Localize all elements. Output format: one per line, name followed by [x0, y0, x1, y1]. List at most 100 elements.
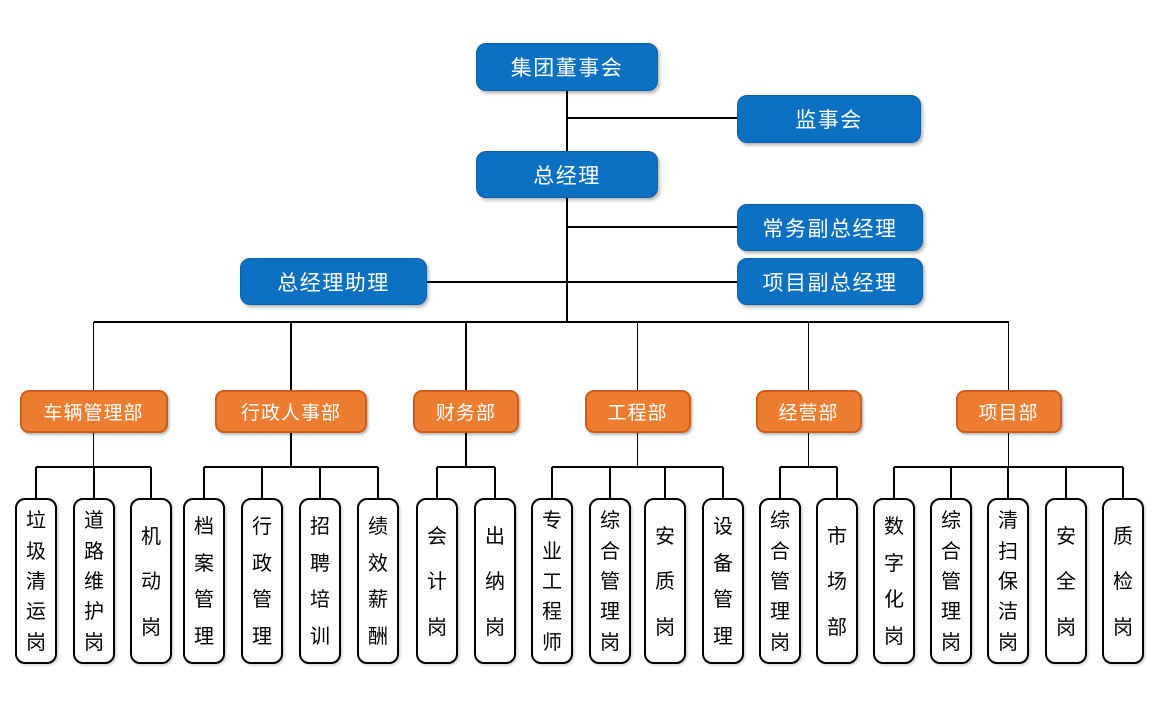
position-drop-connector [150, 467, 152, 498]
position-node: 出纳岗 [474, 498, 516, 664]
department-sub-drop-connector [465, 433, 467, 467]
position-node: 档案管理 [183, 498, 225, 664]
position-label-char: 酬 [368, 623, 388, 648]
position-label-char: 合 [770, 538, 790, 563]
position-drop-connector [436, 467, 438, 498]
gm-assistant-node: 总经理助理 [240, 258, 427, 305]
position-node: 综合管理岗 [930, 498, 972, 664]
position-label-char: 部 [827, 614, 847, 639]
position-drop-connector [779, 467, 781, 498]
position-label-char: 化 [884, 587, 904, 612]
general-manager-node: 总经理 [476, 151, 658, 198]
department-sub-drop-connector [636, 433, 639, 467]
position-label-char: 培 [310, 587, 330, 612]
position-node: 安质岗 [644, 498, 686, 664]
branch-connector [427, 281, 737, 283]
department-sub-drop-connector [807, 433, 810, 467]
project-deputy-gm-node: 项目副总经理 [737, 258, 923, 305]
position-label-char: 管 [252, 587, 272, 612]
position-label-char: 管 [941, 568, 961, 593]
position-drop-connector [722, 467, 724, 498]
department-drop-connector [290, 322, 292, 390]
position-label-char: 洁 [998, 599, 1018, 624]
position-node: 垃圾清运岗 [15, 498, 57, 664]
department-drop-connector [92, 322, 95, 390]
position-node: 市场部 [816, 498, 858, 664]
position-label-char: 清 [998, 508, 1018, 533]
position-label-char: 综 [770, 508, 790, 533]
position-label-char: 全 [1056, 569, 1076, 593]
position-drop-connector [950, 467, 952, 498]
board-node: 集团董事会 [476, 43, 658, 91]
position-drop-connector [35, 467, 37, 498]
position-node: 道路维护岗 [73, 498, 115, 664]
position-label-char: 管 [600, 568, 620, 593]
position-label-char: 质 [655, 569, 675, 593]
position-label-char: 路 [84, 538, 104, 563]
position-label-char: 效 [368, 550, 388, 575]
position-label-char: 合 [600, 538, 620, 563]
position-label-char: 市 [827, 523, 847, 548]
position-label-char: 圾 [26, 538, 46, 563]
branch-connector [567, 117, 737, 119]
position-bus-connector [552, 466, 723, 468]
position-label-char: 道 [84, 508, 104, 533]
position-label-char: 质 [1113, 523, 1133, 548]
position-label-char: 岗 [141, 614, 161, 639]
position-node: 招聘培训 [299, 498, 341, 664]
position-label-char: 管 [770, 568, 790, 593]
position-drop-connector [664, 467, 666, 498]
position-label-char: 岗 [84, 629, 104, 654]
position-drop-connector [1122, 467, 1124, 498]
position-label-char: 训 [310, 623, 330, 648]
department-sub-drop-connector [290, 433, 292, 467]
position-label-char: 薪 [368, 587, 388, 612]
position-label-char: 计 [427, 569, 447, 593]
executive-deputy-gm-node: 常务副总经理 [737, 204, 923, 251]
position-label-char: 会 [427, 523, 447, 548]
position-label-char: 运 [26, 599, 46, 624]
position-label-char: 安 [655, 523, 675, 548]
position-label-char: 扫 [998, 538, 1018, 563]
position-node: 数字化岗 [873, 498, 915, 664]
position-node: 质检岗 [1102, 498, 1144, 664]
position-label-char: 岗 [770, 629, 790, 654]
position-label-char: 管 [713, 587, 733, 612]
position-label-char: 安 [1056, 523, 1076, 548]
position-label-char: 纳 [485, 569, 505, 593]
position-label-char: 综 [600, 508, 620, 533]
position-label-char: 理 [194, 623, 214, 648]
position-label-char: 理 [941, 599, 961, 624]
department-node: 工程部 [584, 390, 691, 433]
position-label-char: 专 [542, 508, 562, 533]
department-bus-connector [93, 321, 1009, 323]
position-label-char: 理 [252, 623, 272, 648]
position-label-char: 检 [1113, 569, 1133, 593]
position-label-char: 工 [542, 568, 562, 593]
position-label-char: 设 [713, 514, 733, 539]
position-label-char: 岗 [1056, 614, 1076, 639]
position-label-char: 程 [542, 599, 562, 624]
position-node: 专业工程师 [531, 498, 573, 664]
position-label-char: 数 [884, 514, 904, 539]
position-label-char: 岗 [884, 623, 904, 648]
position-label-char: 岗 [600, 629, 620, 654]
position-drop-connector [494, 467, 496, 498]
position-bus-connector [437, 466, 495, 468]
position-label-char: 综 [941, 508, 961, 533]
department-node: 项目部 [955, 390, 1062, 433]
position-label-char: 岗 [485, 614, 505, 639]
position-label-char: 出 [485, 523, 505, 548]
position-label-char: 管 [194, 587, 214, 612]
position-label-char: 岗 [26, 629, 46, 654]
position-drop-connector [551, 467, 553, 498]
position-label-char: 理 [600, 599, 620, 624]
department-sub-drop-connector [92, 433, 95, 467]
branch-connector [567, 226, 737, 228]
position-drop-connector [203, 467, 205, 498]
trunk-connector [566, 91, 568, 322]
department-drop-connector [807, 322, 810, 390]
department-node: 车辆管理部 [19, 390, 168, 433]
position-drop-connector [609, 467, 611, 498]
